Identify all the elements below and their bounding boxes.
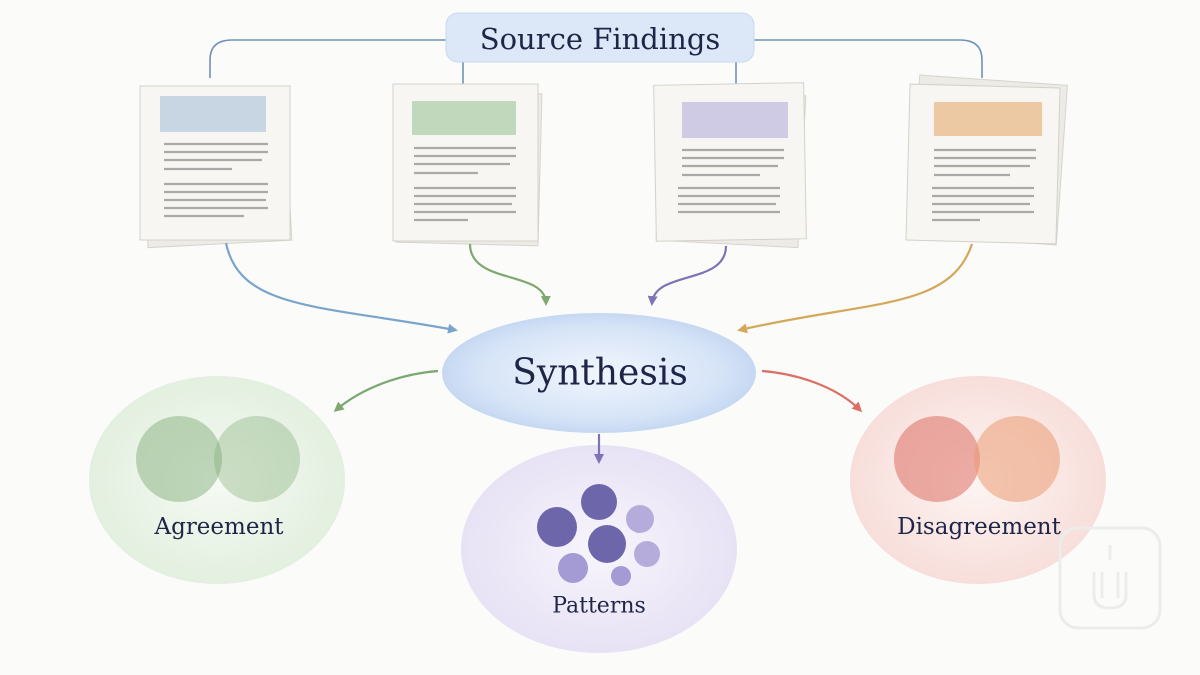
source-document-blue bbox=[139, 85, 293, 249]
disagreement-circle bbox=[850, 376, 1106, 584]
synthesis-label: Synthesis bbox=[512, 352, 688, 394]
document-header-bar bbox=[682, 102, 788, 138]
agreement-label: Agreement bbox=[154, 514, 284, 540]
disagreement-venn-icon bbox=[894, 416, 1060, 502]
agreement-circle bbox=[89, 376, 345, 584]
patterns-cluster-icon bbox=[537, 484, 660, 586]
title-box bbox=[445, 12, 755, 63]
arrow-orange-to-synthesis bbox=[737, 243, 974, 334]
arrow-green-to-synthesis bbox=[468, 243, 551, 306]
watermark-icon bbox=[1058, 526, 1162, 630]
arrow-to-agreement bbox=[333, 369, 439, 412]
source-document-green bbox=[392, 83, 543, 247]
title-connector-lines bbox=[209, 39, 983, 84]
document-header-bar bbox=[934, 102, 1042, 136]
synthesis-ellipse bbox=[442, 313, 756, 433]
patterns-label: Patterns bbox=[552, 593, 646, 619]
source-document-orange bbox=[905, 74, 1068, 246]
document-header-bar bbox=[160, 96, 266, 132]
document-header-bar bbox=[412, 101, 516, 135]
source-document-purple bbox=[653, 82, 807, 249]
arrow-purple-to-synthesis bbox=[647, 245, 728, 306]
disagreement-label: Disagreement bbox=[897, 514, 1061, 540]
agreement-venn-icon bbox=[136, 416, 300, 502]
arrow-to-disagreement bbox=[761, 369, 863, 413]
arrow-blue-to-synthesis bbox=[224, 242, 458, 334]
diagram-title: Source Findings bbox=[479, 22, 721, 56]
